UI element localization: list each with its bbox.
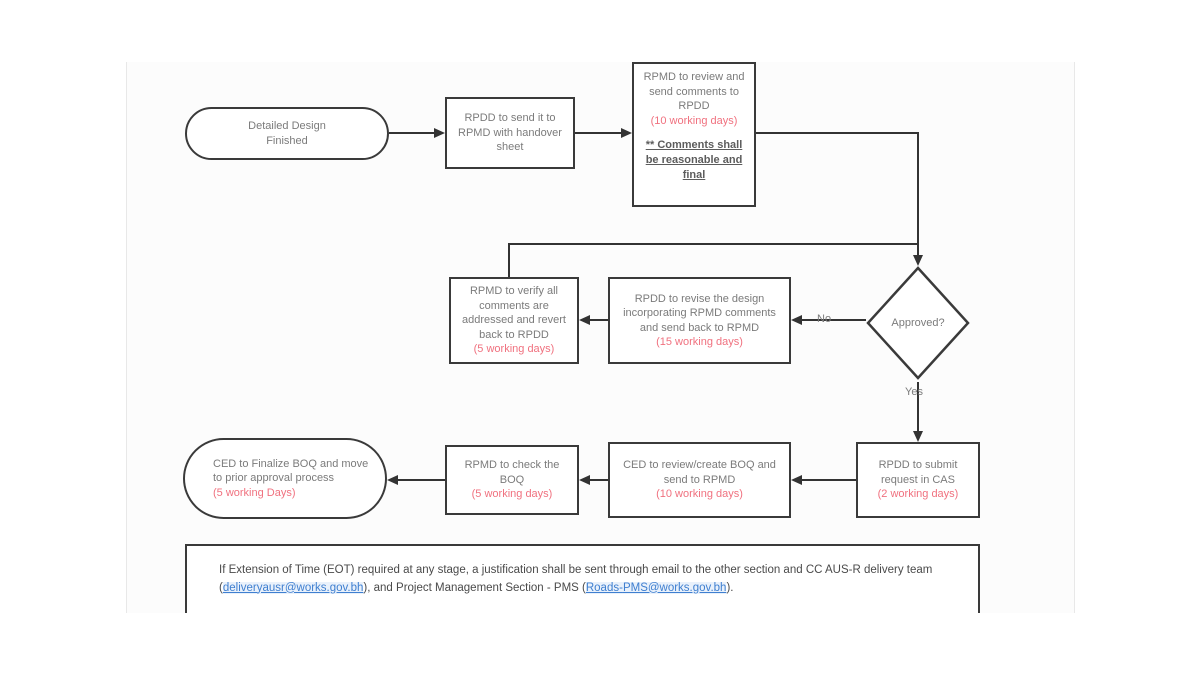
document-page: Detailed Design Finished RPDD to send it…: [126, 62, 1075, 613]
node-label: RPMD to verify all comments are addresse…: [462, 285, 566, 341]
node-label: CED to Finalize BOQ and move to prior ap…: [213, 457, 369, 485]
node-duration: (15 working days): [656, 336, 743, 348]
node-label: RPDD to revise the design incorporating …: [623, 292, 776, 334]
node-duration: (2 working days): [877, 488, 959, 501]
email-link-roads-pms-part2[interactable]: PMS@works.gov.bh: [622, 581, 727, 594]
note-text-part2: ), and Project Management Section - PMS …: [363, 581, 586, 594]
email-link-delivery-ausr[interactable]: deliveryausr@works.gov.bh: [222, 581, 364, 594]
note-text-part3: ).: [726, 581, 734, 594]
node-duration: (10 working days): [656, 488, 743, 501]
eot-note-box: If Extension of Time (EOT) required at a…: [185, 544, 980, 613]
node-footnote: ** Comments shall be reasonable and fina…: [645, 139, 743, 181]
node-label-line2: Finished: [266, 134, 308, 147]
note-text-part1: If Extension of Time (EOT) required at a…: [219, 564, 933, 594]
node-detailed-design-finished[interactable]: Detailed Design Finished: [185, 107, 389, 160]
node-approved-decision[interactable]: Approved?: [866, 266, 970, 380]
diamond-shape: [866, 266, 970, 380]
node-label: Detailed Design: [248, 120, 326, 132]
node-label: RPDD to submit request in CAS: [878, 459, 958, 486]
node-rpdd-revise-design[interactable]: RPDD to revise the design incorporating …: [608, 277, 791, 364]
node-rpmd-check-boq[interactable]: RPMD to check the BOQ (5 working days): [445, 445, 579, 515]
node-label: RPMD to review and send comments to RPDD: [643, 71, 745, 112]
node-duration: (5 working Days): [213, 486, 296, 499]
node-ced-review-create-boq[interactable]: CED to review/create BOQ and send to RPM…: [608, 442, 791, 518]
email-link-roads-pms-part1[interactable]: Roads-: [585, 581, 623, 594]
edge-label-yes: Yes: [905, 386, 923, 398]
node-label: CED to review/create BOQ and send to RPM…: [623, 459, 776, 486]
node-label: RPMD to check the BOQ: [464, 459, 560, 486]
node-label: RPDD to send it to RPMD with handover sh…: [458, 112, 562, 154]
node-rpdd-submit-cas[interactable]: RPDD to submit request in CAS (2 working…: [856, 442, 980, 518]
edge-label-no: No: [817, 313, 832, 325]
node-rpmd-review-comments[interactable]: RPMD to review and send comments to RPDD…: [632, 62, 756, 207]
node-duration: (5 working days): [473, 343, 555, 356]
node-duration: (5 working days): [471, 488, 553, 501]
node-rpmd-verify-comments[interactable]: RPMD to verify all comments are addresse…: [449, 277, 579, 364]
node-duration: (10 working days): [650, 114, 738, 127]
node-ced-finalize-boq[interactable]: CED to Finalize BOQ and move to prior ap…: [183, 438, 387, 519]
node-rpdd-send-handover[interactable]: RPDD to send it to RPMD with handover sh…: [445, 97, 575, 169]
